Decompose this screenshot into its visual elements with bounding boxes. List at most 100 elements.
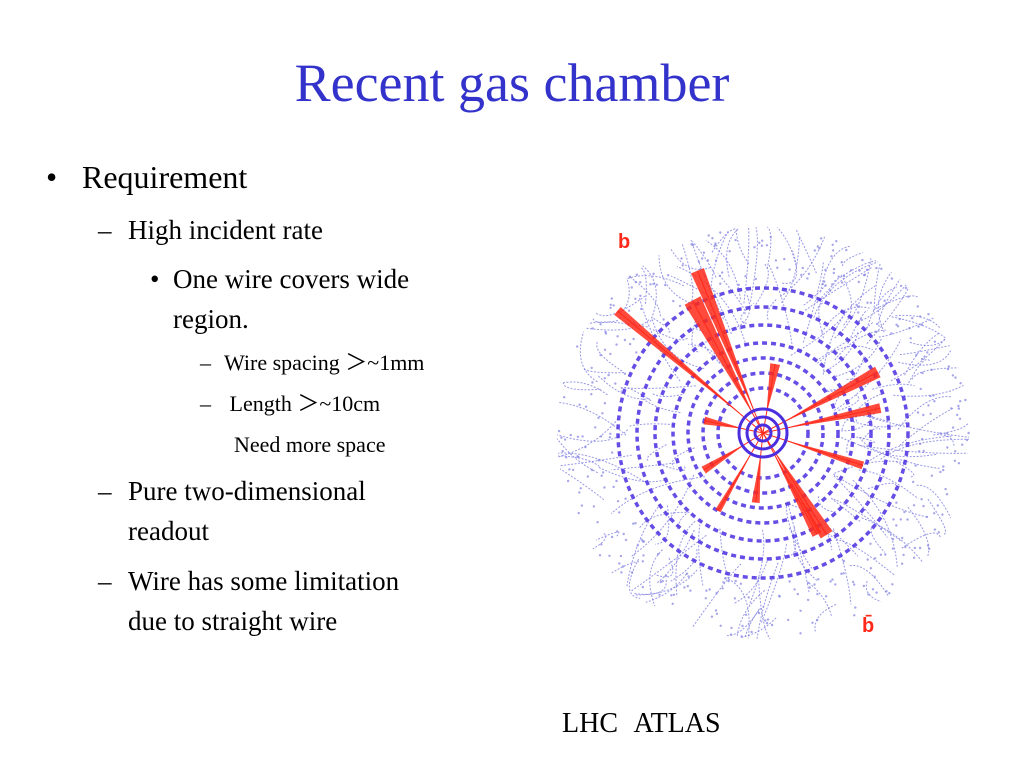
track-hit — [927, 313, 930, 316]
track-hit — [718, 274, 722, 278]
track-hit — [594, 426, 597, 429]
track-hit — [832, 267, 836, 271]
track-hit — [634, 297, 637, 300]
track-hit — [705, 240, 741, 300]
track-hit — [833, 339, 902, 412]
bullet-text: region. — [173, 304, 249, 334]
track-hit — [909, 337, 912, 340]
track-hit — [756, 562, 779, 639]
track-hit — [865, 580, 882, 603]
track-hit — [719, 231, 722, 234]
track-hit — [624, 497, 627, 500]
track-hit — [897, 396, 952, 430]
detector-layer — [671, 341, 855, 525]
track-hit — [630, 286, 633, 289]
track-hit — [919, 442, 922, 446]
track-hit — [788, 580, 791, 583]
track-hit — [603, 486, 606, 489]
track-hit — [726, 228, 740, 277]
track-hit — [590, 366, 593, 370]
track-hit — [670, 549, 698, 582]
track-hit — [642, 554, 645, 557]
track-hit — [959, 400, 962, 403]
track-hit — [907, 506, 930, 558]
track-hit — [817, 578, 820, 581]
track-hit — [652, 329, 688, 341]
track-hit — [923, 355, 926, 358]
track-hit — [903, 510, 906, 514]
track-hit — [600, 474, 603, 477]
track-hit — [729, 633, 733, 636]
track-hit — [686, 585, 689, 588]
bullet-text: Need more space — [234, 432, 386, 457]
track-hit — [834, 329, 886, 361]
track-hit — [685, 572, 689, 575]
track-hit — [565, 456, 568, 459]
track-hit — [866, 558, 869, 561]
track-hit — [869, 542, 872, 545]
track-hit — [584, 405, 588, 408]
track-hit — [878, 271, 892, 333]
track-hit — [585, 319, 650, 331]
track-hit — [766, 298, 778, 320]
track-hit — [939, 432, 942, 435]
track-hit — [656, 529, 695, 584]
track-hit — [757, 611, 761, 615]
track-hit — [703, 341, 724, 367]
track-hit — [958, 417, 962, 420]
track-hit — [787, 618, 790, 622]
track-hit — [744, 275, 747, 278]
track-hit — [711, 237, 714, 240]
track-hit — [927, 404, 930, 407]
track-hit — [811, 621, 814, 624]
core-ring — [753, 423, 773, 443]
track-hit — [776, 266, 779, 269]
track-hit — [784, 503, 833, 551]
track-hit — [824, 268, 827, 272]
track-hit — [677, 511, 690, 530]
track-hit — [612, 304, 615, 307]
track-hit — [616, 335, 619, 338]
track-hit — [821, 306, 870, 333]
jet-axis — [704, 420, 764, 434]
track-hit — [965, 438, 969, 442]
track-hit — [928, 547, 931, 550]
track-hit — [920, 357, 924, 361]
track-hit — [909, 337, 947, 346]
track-hit — [946, 367, 950, 371]
track-hit — [632, 522, 635, 525]
track-hit — [722, 581, 725, 584]
track-hit — [933, 400, 936, 403]
jet — [684, 296, 754, 416]
track-hit — [689, 589, 692, 592]
bullet-text: Requirement — [82, 159, 248, 195]
track-hit — [741, 624, 744, 628]
track-hit — [719, 282, 722, 285]
track-hit — [842, 572, 845, 575]
track-hit — [619, 554, 623, 558]
track-hit — [816, 618, 819, 622]
jet — [772, 450, 822, 537]
track-hit — [917, 450, 921, 453]
bullet-text: Wire spacing ＞~1mm — [224, 350, 425, 375]
track-hit — [583, 368, 625, 374]
track-hit — [651, 317, 671, 333]
track-hit — [620, 387, 652, 402]
track-hit — [813, 261, 879, 318]
track-hit — [846, 436, 876, 453]
track-hit — [816, 592, 819, 596]
track-hit — [603, 377, 606, 380]
track-hit — [957, 462, 961, 465]
track-hit — [739, 582, 743, 585]
track-hit — [618, 511, 621, 514]
track-hit — [857, 311, 860, 314]
bullet-dash: – — [98, 215, 112, 245]
jet-axis — [755, 432, 764, 503]
track-hit — [611, 561, 639, 574]
track-hit — [607, 373, 610, 377]
track-hit — [937, 531, 940, 534]
track-hit — [652, 282, 655, 286]
track-hit — [734, 579, 737, 583]
track-hit — [838, 394, 860, 411]
track-hit — [670, 594, 673, 597]
